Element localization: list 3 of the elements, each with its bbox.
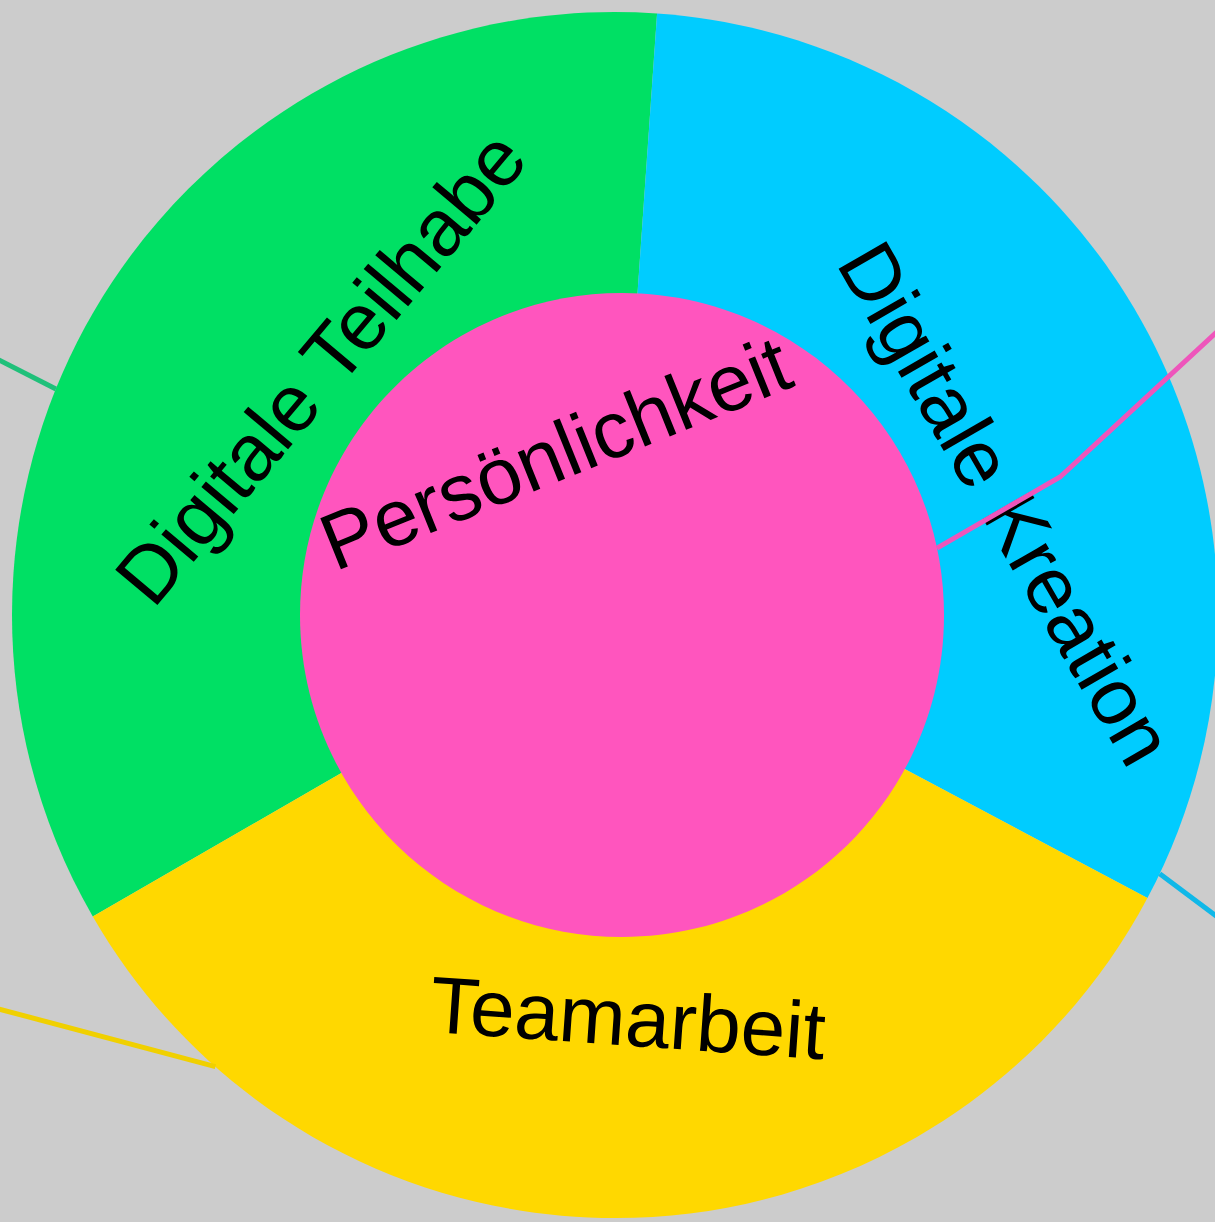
- leader-line: [0, 355, 58, 392]
- leader-line: [0, 1005, 217, 1070]
- leader-line: [1158, 871, 1215, 921]
